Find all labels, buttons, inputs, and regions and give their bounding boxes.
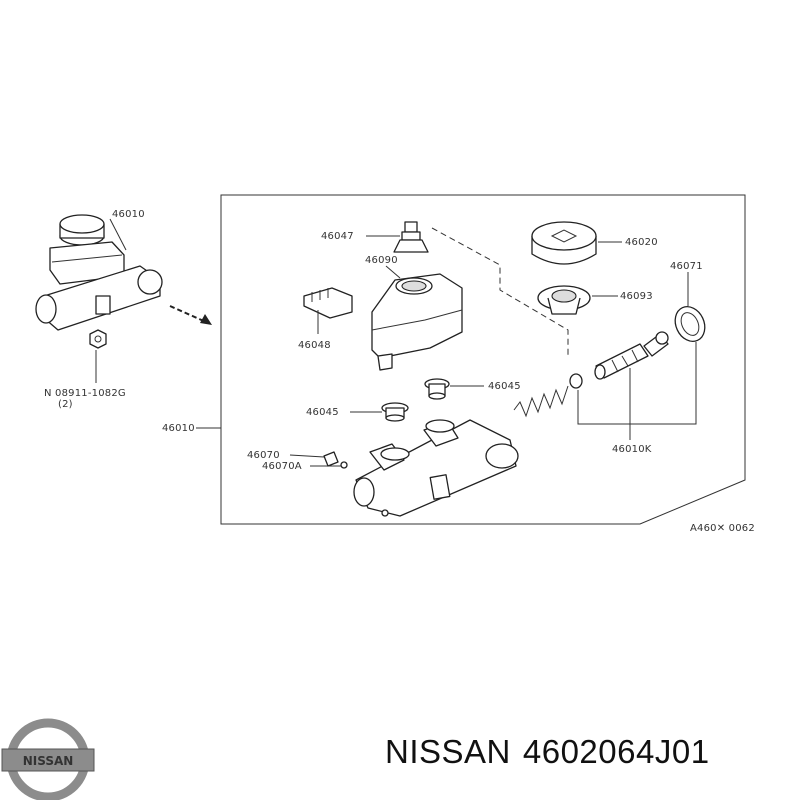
part-46010-cylinder-body [196,419,519,517]
label-46070: 46070 [247,450,280,461]
direction-arrow [169,305,212,325]
part-46071-seal [674,272,706,343]
label-46048: 46048 [298,340,331,351]
part-46010K-piston-kit [513,331,697,440]
part-46048-clip [303,287,353,334]
part-number: 4602064J01 [522,733,710,770]
part-46045-grommet-right [424,378,484,400]
part-46020-cap [531,221,622,265]
label-46020: 46020 [625,237,658,248]
brand-name: NISSAN [385,733,511,770]
label-46010K: 46010K [612,444,652,455]
overview-assembly [35,214,163,383]
label-46045-right: 46045 [488,381,521,392]
nissan-logo: NISSAN [1,718,95,800]
label-46070A: 46070A [262,461,302,472]
label-08911: N 08911-1082G [44,388,126,399]
brand-caption: NISSAN 4602064J01 [385,733,722,771]
part-46047-fitting [366,221,429,253]
label-46010-top: 46010 [112,209,145,220]
label-46071: 46071 [670,261,703,272]
label-46047: 46047 [321,231,354,242]
part-46090-reservoir [371,265,463,371]
detail-frame [220,194,746,525]
part-46070-bleeder [289,451,348,469]
label-46045-left: 46045 [306,407,339,418]
part-46045-grommet-left [350,402,409,422]
logo-text: NISSAN [23,754,74,768]
dashed-divider [431,227,569,358]
label-08911-qty: (2) [58,399,73,410]
label-46010-left: 46010 [162,423,195,434]
label-46090: 46090 [365,255,398,266]
label-46093: 46093 [620,291,653,302]
part-46093-strainer [537,285,618,315]
diagram-code: A460✕ 0062 [690,523,755,534]
